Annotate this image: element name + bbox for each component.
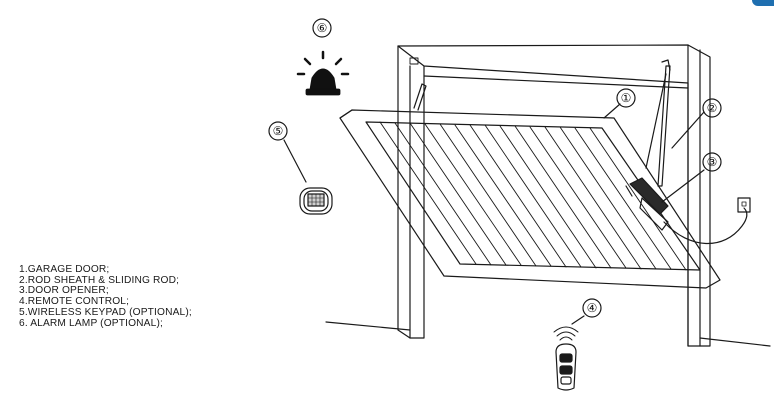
callout-circle-5 — [268, 121, 288, 141]
wireless-keypad-icon — [299, 187, 333, 215]
leader-5 — [283, 139, 307, 183]
wall-line-left — [325, 321, 411, 331]
door-opener — [625, 177, 669, 231]
callout-circle-4 — [582, 298, 602, 318]
callout-circle-6 — [312, 18, 332, 38]
callout-label-6: ⑥ — [317, 21, 328, 35]
remote-control-icon — [553, 326, 579, 391]
legend-item-garage-door: 1.GARAGE DOOR; — [19, 264, 110, 275]
power-socket-icon — [737, 197, 751, 213]
callout-circle-3 — [702, 152, 722, 172]
hinge-arm — [413, 83, 427, 111]
corner-accent — [752, 0, 774, 6]
callout-circle-1 — [616, 88, 636, 108]
frame-label — [409, 57, 419, 65]
legend-item-remote-control: 4.REMOTE CONTROL; — [19, 296, 130, 308]
callout-label-1: ① — [621, 91, 632, 105]
door-frame — [397, 44, 711, 347]
callout-label-2: ② — [707, 101, 718, 115]
power-cable — [663, 207, 748, 245]
legend-item-alarm-lamp: 6. ALARM LAMP (OPTIONAL); — [19, 317, 163, 329]
legend-item-rod-sheath: 2.ROD SHEATH & SLIDING ROD; — [19, 274, 180, 286]
callout-label-4: ④ — [587, 301, 598, 315]
legend-item-door-opener: 3.DOOR OPENER; — [19, 285, 109, 297]
callout-label-5: ⑤ — [273, 124, 284, 138]
leader-2 — [671, 111, 705, 149]
leader-4 — [571, 315, 585, 325]
rod-sheath — [645, 59, 671, 187]
legend-item-wireless-keypad: 5.WIRELESS KEYPAD (OPTIONAL); — [19, 306, 192, 318]
garage-door — [339, 109, 721, 289]
wall-line-right — [699, 337, 771, 347]
leader-3 — [661, 169, 705, 203]
door-slats — [379, 121, 687, 271]
leader-1 — [603, 103, 621, 119]
callout-circle-2 — [702, 98, 722, 118]
callout-label-3: ③ — [707, 155, 718, 169]
alarm-lamp-icon — [296, 50, 350, 96]
legend-list: 1.GARAGE DOOR; 2.ROD SHEATH & SLIDING RO… — [19, 264, 192, 329]
